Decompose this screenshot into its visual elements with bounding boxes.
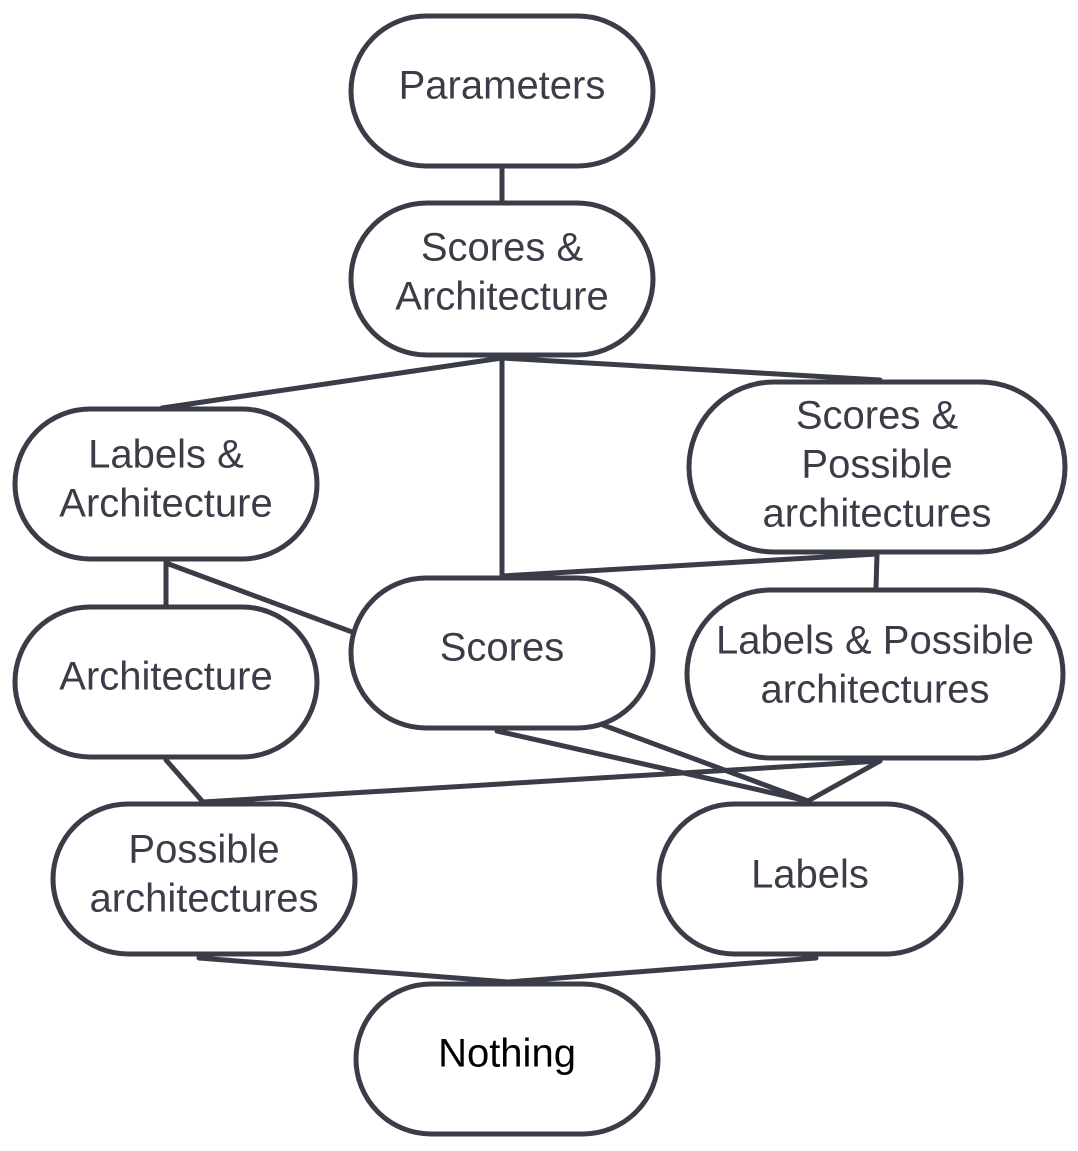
node-scores-possible-label-line-3: architectures [763, 492, 992, 536]
node-parameters-label-line-1: Parameters [399, 64, 606, 108]
edge-labels-possible-to-possible-architectures [200, 758, 883, 805]
node-labels-architecture-shape [12, 406, 320, 562]
node-possible-architectures: Possible architectures [50, 801, 358, 957]
edge-scores-architecture-to-scores-possible [499, 355, 883, 383]
node-labels-label-line-1: Labels [751, 853, 869, 897]
node-labels-possible-label-line-2: architectures [761, 668, 990, 712]
edge-architecture-to-possible-architectures [163, 757, 206, 805]
node-labels-shape [656, 801, 964, 957]
edge-possible-architectures-to-nothing [196, 955, 511, 985]
node-parameters: Parameters [348, 13, 656, 169]
node-labels-architecture-label-line-1: Labels & [88, 433, 244, 477]
edge-scores-possible-to-labels-possible [873, 551, 880, 591]
edge-labels-to-nothing [505, 955, 819, 985]
node-scores-possible: Scores & Possible architectures [686, 379, 1068, 555]
node-possible-architectures-label-line-1: Possible [128, 828, 279, 872]
node-labels-architecture-label-line-2: Architecture [59, 482, 272, 526]
node-scores-possible-shape [686, 379, 1068, 555]
node-scores-shape [348, 575, 656, 731]
node-labels-possible: Labels & Possible architectures [684, 587, 1066, 761]
node-nothing-shape [353, 981, 661, 1137]
node-architecture-label-line-1: Architecture [59, 655, 272, 699]
node-labels-architecture: Labels & Architecture [12, 406, 320, 562]
node-scores-architecture-shape [348, 200, 656, 358]
node-scores-architecture: Scores & Architecture [348, 200, 656, 358]
node-scores-possible-label-line-2: Possible [801, 443, 952, 487]
node-scores-possible-label-line-1: Scores & [796, 394, 959, 438]
node-labels: Labels [656, 801, 964, 957]
node-nothing: Nothing [353, 981, 661, 1137]
edge-scores-possible-to-scores [499, 551, 880, 579]
node-labels-possible-shape [684, 587, 1066, 761]
node-labels-possible-label-line-1: Labels & Possible [716, 619, 1034, 663]
node-possible-architectures-label-line-2: architectures [90, 877, 319, 921]
node-parameters-shape [348, 13, 656, 169]
node-scores: Scores [348, 575, 656, 731]
node-scores-architecture-label-line-2: Architecture [395, 275, 608, 319]
node-nothing-label-line-1: Nothing [438, 1032, 576, 1076]
node-scores-architecture-label-line-1: Scores & [421, 226, 584, 270]
node-possible-architectures-shape [50, 801, 358, 957]
edge-labels-possible-to-labels [805, 758, 883, 804]
edge-scores-to-labels [494, 728, 811, 804]
edge-scores-architecture-to-labels-architecture [159, 355, 505, 411]
node-architecture: Architecture [12, 604, 320, 760]
node-architecture-shape [12, 604, 320, 760]
node-scores-label-line-1: Scores [440, 626, 565, 670]
